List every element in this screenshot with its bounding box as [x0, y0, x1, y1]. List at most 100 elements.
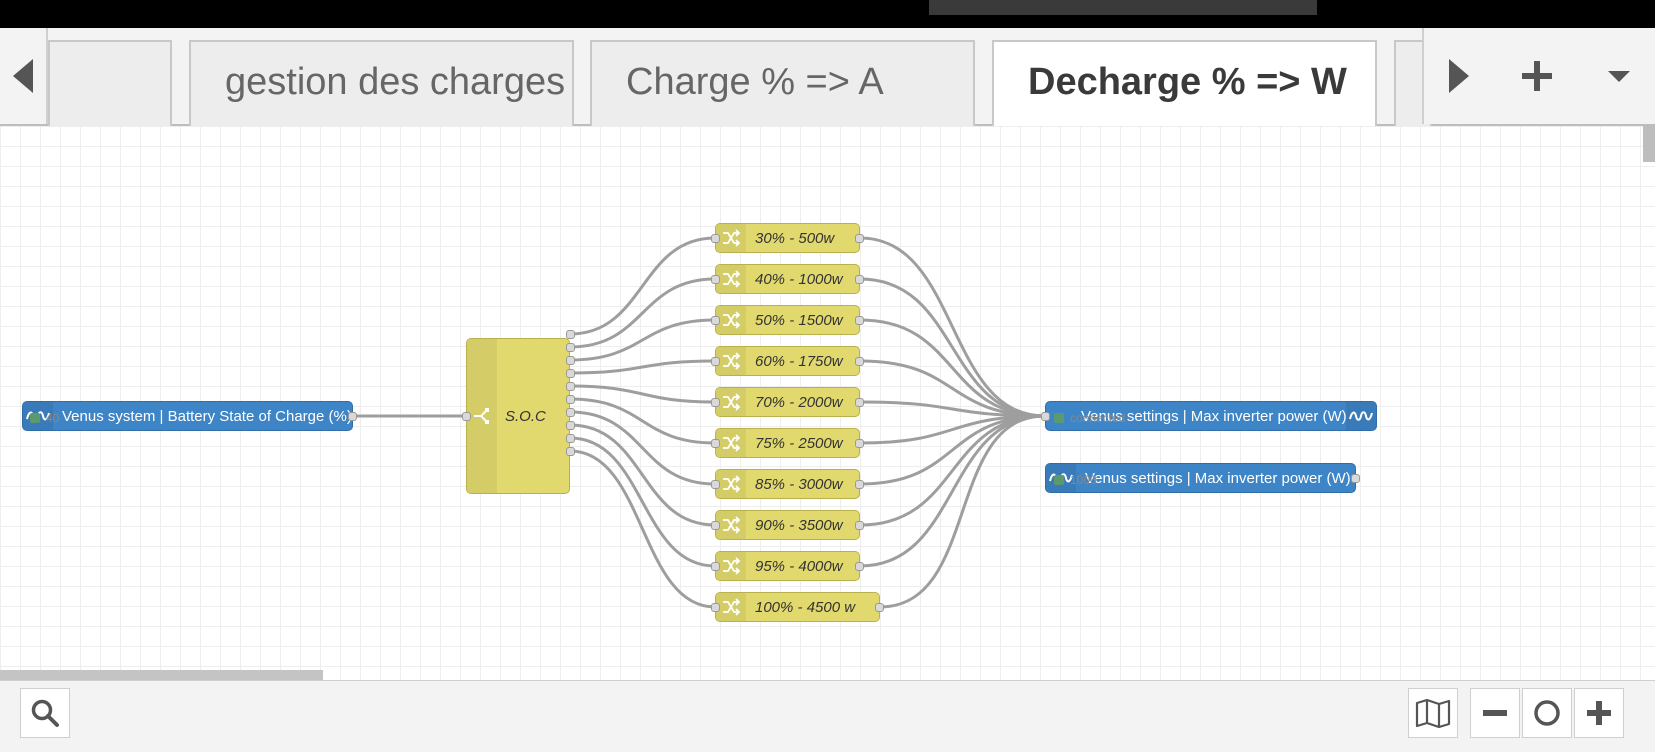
- input-port[interactable]: [1041, 412, 1050, 421]
- tab-controls: [1422, 28, 1655, 124]
- change-node[interactable]: 40% - 1000w: [711, 264, 864, 294]
- shuffle-icon: [716, 265, 746, 293]
- switch-output-port[interactable]: [566, 408, 575, 417]
- change-node[interactable]: 60% - 1750w: [711, 346, 864, 376]
- wire-change-9-output: [858, 414, 1047, 568]
- switch-output-port[interactable]: [566, 421, 575, 430]
- add-tab-button[interactable]: [1502, 28, 1572, 124]
- shuffle-icon: [716, 224, 746, 252]
- tab-charge[interactable]: Charge % => A: [590, 40, 975, 126]
- switch-output-port[interactable]: [566, 447, 575, 456]
- node-label: S.O.C: [505, 407, 546, 425]
- change-node[interactable]: 90% - 3500w: [711, 510, 864, 540]
- scroll-tabs-right-button[interactable]: [1424, 28, 1494, 124]
- victron-logo-icon: [1346, 402, 1376, 430]
- zoom-reset-button[interactable]: [1522, 688, 1572, 738]
- workspace-tab-bar: gestion des charges Charge % => A Dechar…: [0, 28, 1655, 128]
- wire-change-3-output: [858, 318, 1047, 418]
- node-label: 95% - 4000w: [755, 557, 843, 575]
- zoom-out-button[interactable]: [1470, 688, 1520, 738]
- vertical-scrollbar[interactable]: [1643, 126, 1655, 162]
- change-node[interactable]: 50% - 1500w: [711, 305, 864, 335]
- change-node[interactable]: 95% - 4000w: [711, 551, 864, 581]
- switch-output-port[interactable]: [566, 395, 575, 404]
- switch-output-port[interactable]: [566, 369, 575, 378]
- output-port[interactable]: [855, 521, 864, 530]
- node-label: 60% - 1750w: [755, 352, 843, 370]
- switch-output-port[interactable]: [566, 434, 575, 443]
- output-port[interactable]: [855, 439, 864, 448]
- tab-decharge[interactable]: Decharge % => W: [992, 40, 1377, 128]
- wire-switch-change-8: [568, 423, 717, 527]
- input-port[interactable]: [711, 521, 720, 530]
- input-port[interactable]: [711, 603, 720, 612]
- output-port[interactable]: [855, 562, 864, 571]
- input-port[interactable]: [711, 316, 720, 325]
- input-port[interactable]: [711, 234, 720, 243]
- flow-canvas[interactable]: Venus system | Battery State of Charge (…: [0, 126, 1655, 680]
- tab-gestion-des-charges[interactable]: gestion des charges: [189, 40, 574, 126]
- wire-change-1-output: [858, 236, 1047, 418]
- status-dot: [1054, 413, 1064, 423]
- node-label: 100% - 4500 w: [755, 598, 856, 616]
- shuffle-icon: [716, 552, 746, 580]
- output-port[interactable]: [1351, 474, 1360, 483]
- wire-change-5-output: [858, 400, 1047, 418]
- switch-output-port[interactable]: [566, 382, 575, 391]
- zoom-in-button[interactable]: [1574, 688, 1624, 738]
- input-port[interactable]: [711, 562, 720, 571]
- triangle-left-icon: [13, 59, 33, 93]
- input-port[interactable]: [711, 439, 720, 448]
- node-label: Venus settings | Max inverter power (W): [1081, 407, 1347, 425]
- tab-label: gestion des charges: [225, 61, 566, 103]
- output-port[interactable]: [855, 398, 864, 407]
- status-text: connected: [1070, 411, 1126, 425]
- output-port[interactable]: [855, 234, 864, 243]
- change-node[interactable]: 70% - 2000w: [711, 387, 864, 417]
- change-node[interactable]: 30% - 500w: [711, 223, 864, 253]
- output-port[interactable]: [875, 603, 884, 612]
- max-inverter-power-input-node[interactable]: Venus settings | Max inverter power (W): [1045, 463, 1360, 493]
- input-port[interactable]: [711, 480, 720, 489]
- output-port[interactable]: [855, 316, 864, 325]
- switch-output-port[interactable]: [566, 356, 575, 365]
- switch-output-port[interactable]: [566, 343, 575, 352]
- shuffle-icon: [716, 347, 746, 375]
- shuffle-icon: [716, 470, 746, 498]
- output-port[interactable]: [348, 412, 357, 421]
- tab-menu-button[interactable]: [1584, 28, 1654, 124]
- change-node[interactable]: 75% - 2500w: [711, 428, 864, 458]
- input-port[interactable]: [711, 398, 720, 407]
- status-text: 1000: [1070, 473, 1097, 487]
- node-label: 50% - 1500w: [755, 311, 843, 329]
- output-port[interactable]: [855, 357, 864, 366]
- battery-soc-input-node[interactable]: Venus system | Battery State of Charge (…: [22, 401, 357, 431]
- output-port[interactable]: [855, 275, 864, 284]
- wire-switch-change-10: [568, 449, 717, 609]
- output-status: connected: [1054, 411, 1125, 425]
- soc-switch-node[interactable]: S.O.C: [462, 338, 570, 494]
- input-port[interactable]: [711, 275, 720, 284]
- wire-switch-change-1: [568, 236, 717, 336]
- navigator-button[interactable]: [1408, 688, 1458, 738]
- max-inverter-power-output-node[interactable]: Venus settings | Max inverter power (W): [1041, 401, 1377, 431]
- input-port[interactable]: [711, 357, 720, 366]
- search-button[interactable]: [20, 688, 70, 738]
- output-port[interactable]: [855, 480, 864, 489]
- node-label: Venus system | Battery State of Charge (…: [62, 407, 352, 425]
- plus-icon: [1587, 701, 1611, 725]
- tab-label: Decharge % => W: [1028, 61, 1347, 103]
- horizontal-scrollbar[interactable]: [0, 670, 323, 680]
- search-icon: [31, 699, 59, 727]
- change-node[interactable]: 85% - 3000w: [711, 469, 864, 499]
- switch-output-port[interactable]: [566, 330, 575, 339]
- shuffle-icon: [716, 306, 746, 334]
- change-node[interactable]: 100% - 4500 w: [711, 592, 884, 622]
- shuffle-icon: [716, 429, 746, 457]
- scroll-tabs-left-button[interactable]: [0, 28, 48, 124]
- wire-switch-change-3: [568, 318, 717, 362]
- wire-switch-change-5: [568, 384, 717, 404]
- wire-change-6-output: [858, 414, 1047, 445]
- input-port[interactable]: [462, 412, 471, 421]
- tab-hidden-left[interactable]: [48, 40, 172, 126]
